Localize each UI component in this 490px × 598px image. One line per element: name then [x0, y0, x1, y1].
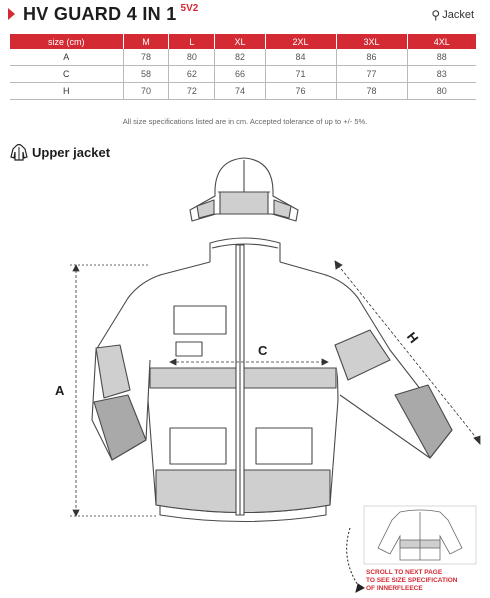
table-row: H 70 72 74 76 78 80: [10, 82, 476, 100]
header-cell: XL: [214, 34, 266, 49]
dimension-lines: [70, 260, 481, 517]
table-cell: 77: [335, 65, 408, 83]
scroll-note-line: OF INNERFLEECE: [366, 585, 423, 592]
header-cell: 3XL: [335, 34, 408, 49]
hood-drawing: [189, 157, 299, 222]
jacket-body-drawing: [147, 244, 339, 523]
table-cell: 80: [406, 82, 476, 100]
tolerance-note: All size specifications listed are in cm…: [122, 117, 368, 126]
innerfleece-thumbnail: [363, 505, 477, 565]
dimension-label-c: C: [258, 343, 268, 358]
section-heading: Upper jacket: [10, 143, 110, 161]
table-cell: 62: [168, 65, 215, 83]
table-cell: H: [10, 82, 123, 100]
table-cell: 71: [264, 65, 337, 83]
scroll-note-line: SCROLL TO NEXT PAGE: [366, 569, 443, 576]
table-cell: 76: [264, 82, 337, 100]
header-cell: L: [168, 34, 215, 49]
table-cell: 88: [406, 49, 476, 66]
gender-icon: ⚲: [431, 8, 441, 22]
table-cell: 86: [335, 49, 408, 66]
page-header: HV GUARD 4 IN 1 5V2: [8, 3, 198, 25]
table-cell: 78: [335, 82, 408, 100]
scroll-note-line: TO SEE SIZE SPECIFICATION: [366, 577, 458, 584]
jacket-icon: [10, 143, 28, 161]
header-cell: size (cm): [10, 34, 123, 49]
scroll-note: SCROLL TO NEXT PAGE TO SEE SIZE SPECIFIC…: [366, 569, 486, 593]
table-cell: 70: [122, 82, 169, 100]
table-cell: 83: [406, 65, 476, 83]
scroll-arrow-icon: [346, 527, 365, 593]
table-row: C 58 62 66 71 77 83: [10, 65, 476, 83]
header-cell: M: [122, 34, 169, 49]
gender-text: Jacket: [442, 9, 474, 21]
product-superscript: 5V2: [180, 2, 199, 14]
section-label: Upper jacket: [32, 144, 111, 160]
table-row: A 78 80 82 84 86 88: [10, 49, 476, 66]
left-sleeve-drawing: [91, 274, 161, 461]
right-sleeve-drawing: [325, 274, 453, 459]
size-table: size (cm) M L XL 2XL 3XL 4XL A 78 80 82 …: [10, 34, 476, 100]
table-cell: C: [10, 65, 123, 83]
table-cell: 72: [168, 82, 215, 100]
header-cell: 2XL: [264, 34, 337, 49]
size-table-header: size (cm) M L XL 2XL 3XL 4XL: [10, 34, 476, 49]
table-cell: 66: [214, 65, 266, 83]
header-cell: 4XL: [406, 34, 476, 49]
table-cell: 82: [214, 49, 266, 66]
product-title: HV GUARD 4 IN 1: [23, 3, 177, 24]
table-cell: A: [10, 49, 123, 66]
gender-label: ⚲ Jacket: [431, 8, 474, 22]
table-cell: 78: [122, 49, 169, 66]
header-triangle-icon: [8, 8, 15, 20]
table-cell: 84: [264, 49, 337, 66]
table-cell: 74: [214, 82, 266, 100]
dimension-label-a: A: [55, 383, 65, 398]
table-cell: 58: [122, 65, 169, 83]
table-cell: 80: [168, 49, 215, 66]
